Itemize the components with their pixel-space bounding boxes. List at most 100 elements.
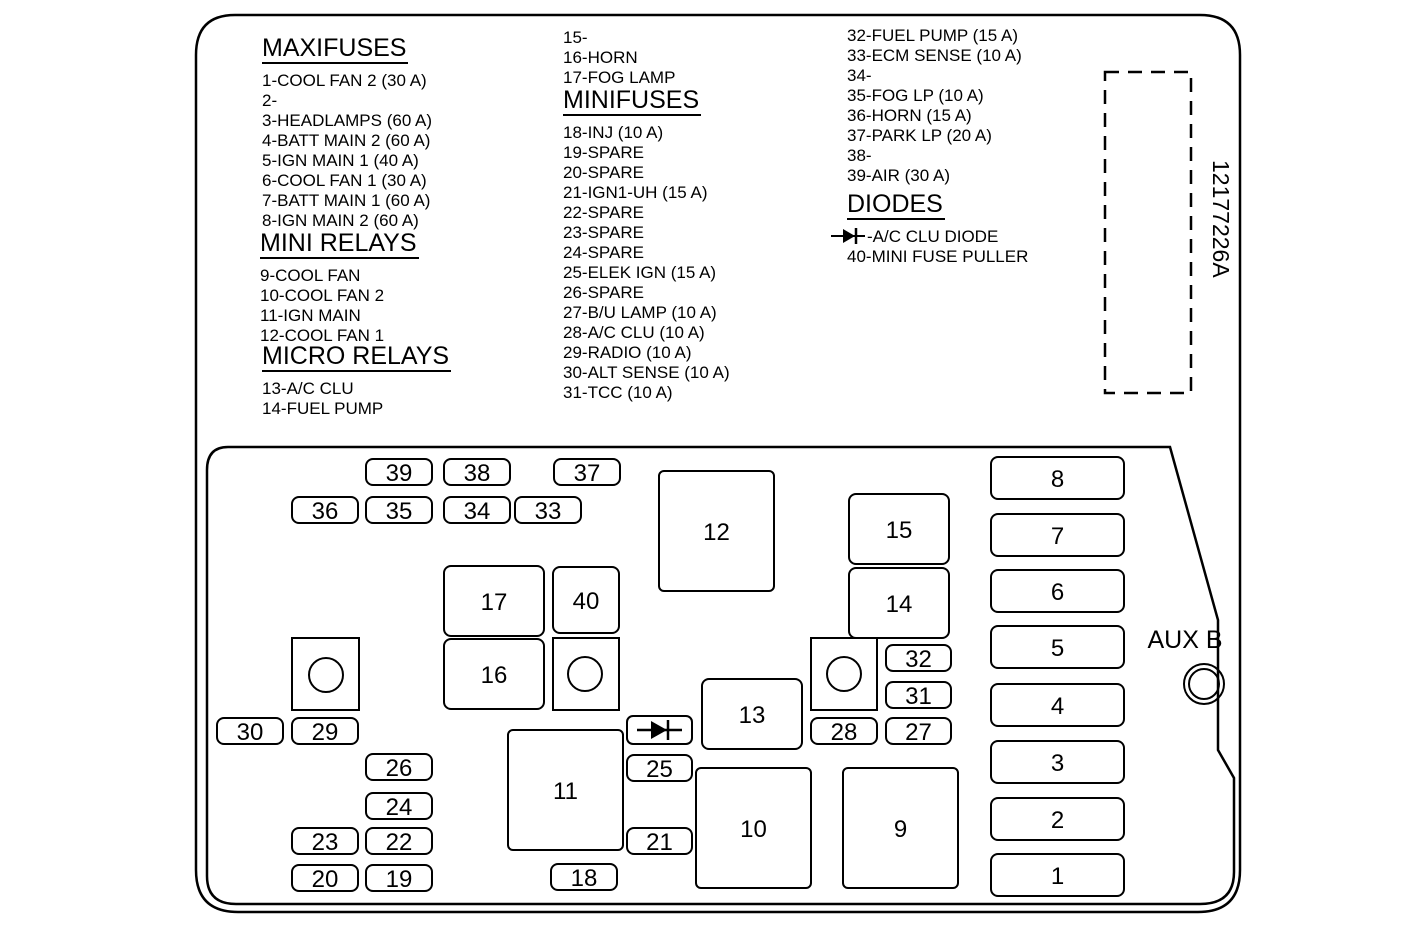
legend-item: 13-A/C CLU [262,379,451,399]
cover-outline [194,13,1242,914]
legend-item-text: 35-FOG LP (10 A) [847,86,984,105]
legend-item: 10-COOL FAN 2 [260,286,451,306]
slot-outline [365,827,433,855]
slot-label: 15 [886,517,913,544]
legend-item: 29-RADIO (10 A) [563,343,730,363]
legend-item: 31-TCC (10 A) [563,383,730,403]
slot-label: 35 [386,498,413,525]
legend-item-text: 2- [262,91,278,110]
legend-item: 38- [847,146,1028,166]
slot-outline [695,767,812,889]
legend-item: 40-MINI FUSE PULLER [847,247,1028,267]
legend-item: 21-IGN1-UH (15 A) [563,183,730,203]
legend-item-text: 8-IGN MAIN 2 (60 A) [262,211,419,230]
slot-label: 30 [237,719,264,746]
legend-item: 20-SPARE [563,163,730,183]
legend-item: 35-FOG LP (10 A) [847,86,1028,106]
legend-item-text: 5-IGN MAIN 1 (40 A) [262,151,419,170]
legend-item: 12-COOL FAN 1 [260,326,451,346]
slot-22: 22 [365,827,433,856]
slot-20: 20 [291,864,359,893]
slot-40: 40 [552,566,620,634]
slot-outline [552,566,620,634]
slot-label: 37 [574,460,601,487]
slot-outline [810,717,878,745]
aux-terminal-inner [1188,668,1220,700]
slot-label: 3 [1051,750,1064,777]
slot-label: 25 [646,756,673,783]
slot-label: 1 [1051,863,1064,890]
legend-item-text: 7-BATT MAIN 1 (60 A) [262,191,431,210]
legend-item: 26-SPARE [563,283,730,303]
slot-11: 11 [507,729,624,851]
legend-item: 19-SPARE [563,143,730,163]
legend-item-text: 40-MINI FUSE PULLER [847,247,1029,266]
slot-outline [553,458,621,486]
slot-label: 14 [886,591,913,618]
legend-item: 6-COOL FAN 1 (30 A) [262,171,451,191]
slot-outline [365,458,433,486]
legend-col-1: MAXIFUSES 1-COOL FAN 2 (30 A)2-3-HEADLAM… [260,34,452,419]
slot-outline [990,569,1125,613]
legend-item: 33-ECM SENSE (10 A) [847,46,1028,66]
slot-outline [443,458,511,486]
slot-label: 18 [571,865,598,892]
legend-item-text: 11-IGN MAIN [260,306,361,325]
legend-item-text: 14-FUEL PUMP [262,399,384,418]
legend-item-text: 37-PARK LP (20 A) [847,126,992,145]
legend-item: 15- [563,28,730,48]
slot-outline [885,717,952,745]
legend-item: 7-BATT MAIN 1 (60 A) [262,191,451,211]
legend-item: 30-ALT SENSE (10 A) [563,363,730,383]
slot-39: 39 [365,458,433,487]
slot-18: 18 [550,863,618,892]
slot-1: 1 [990,853,1125,897]
slot-15: 15 [848,493,950,565]
aux-terminal-outer [1183,663,1225,705]
legend-item-text: 18-INJ (10 A) [563,123,664,142]
slot-32: 32 [885,644,952,673]
mount-hole-left [308,657,344,693]
slot-outline [990,853,1125,897]
relay-base-right [810,637,878,711]
legend-item-text: 15- [563,28,588,47]
slot-3: 3 [990,740,1125,784]
slot-label: 39 [386,460,413,487]
slot-label: 17 [481,589,508,616]
slot-5: 5 [990,625,1125,669]
slot-outline [443,496,511,524]
legend-item-text: 21-IGN1-UH (15 A) [563,183,708,202]
legend-item-text: 29-RADIO (10 A) [563,343,692,362]
legend-col-3: 32-FUEL PUMP (15 A)33-ECM SENSE (10 A)34… [831,26,1028,267]
slot-label: 21 [646,829,673,856]
slot-label: 4 [1051,693,1064,720]
legend-item-text: 19-SPARE [563,143,644,162]
legend-item: -A/C CLU DIODE [831,227,1028,247]
legend-item-text: 38- [847,146,872,165]
diode-icon [831,228,865,244]
slot-outline [990,797,1125,841]
section-maxifuses: MAXIFUSES 1-COOL FAN 2 (30 A)2-3-HEADLAM… [262,34,451,231]
legend-item: 14-FUEL PUMP [262,399,451,419]
slot-label: 20 [312,866,339,893]
section-heading: DIODES [847,190,945,220]
slot-outline [443,565,545,637]
legend-item: 28-A/C CLU (10 A) [563,323,730,343]
legend-item: 24-SPARE [563,243,730,263]
slot-label: 23 [312,829,339,856]
slot-9: 9 [842,767,959,889]
legend-item: 39-AIR (30 A) [847,166,1028,186]
slot-37: 37 [553,458,621,487]
legend-item: 36-HORN (15 A) [847,106,1028,126]
slot-label: 31 [905,683,932,710]
slot-outline [885,681,952,709]
legend-item-text: 3-HEADLAMPS (60 A) [262,111,433,130]
slot-14: 14 [848,567,950,639]
slot-outline [848,567,950,639]
legend-item-text: 10-COOL FAN 2 [260,286,385,305]
